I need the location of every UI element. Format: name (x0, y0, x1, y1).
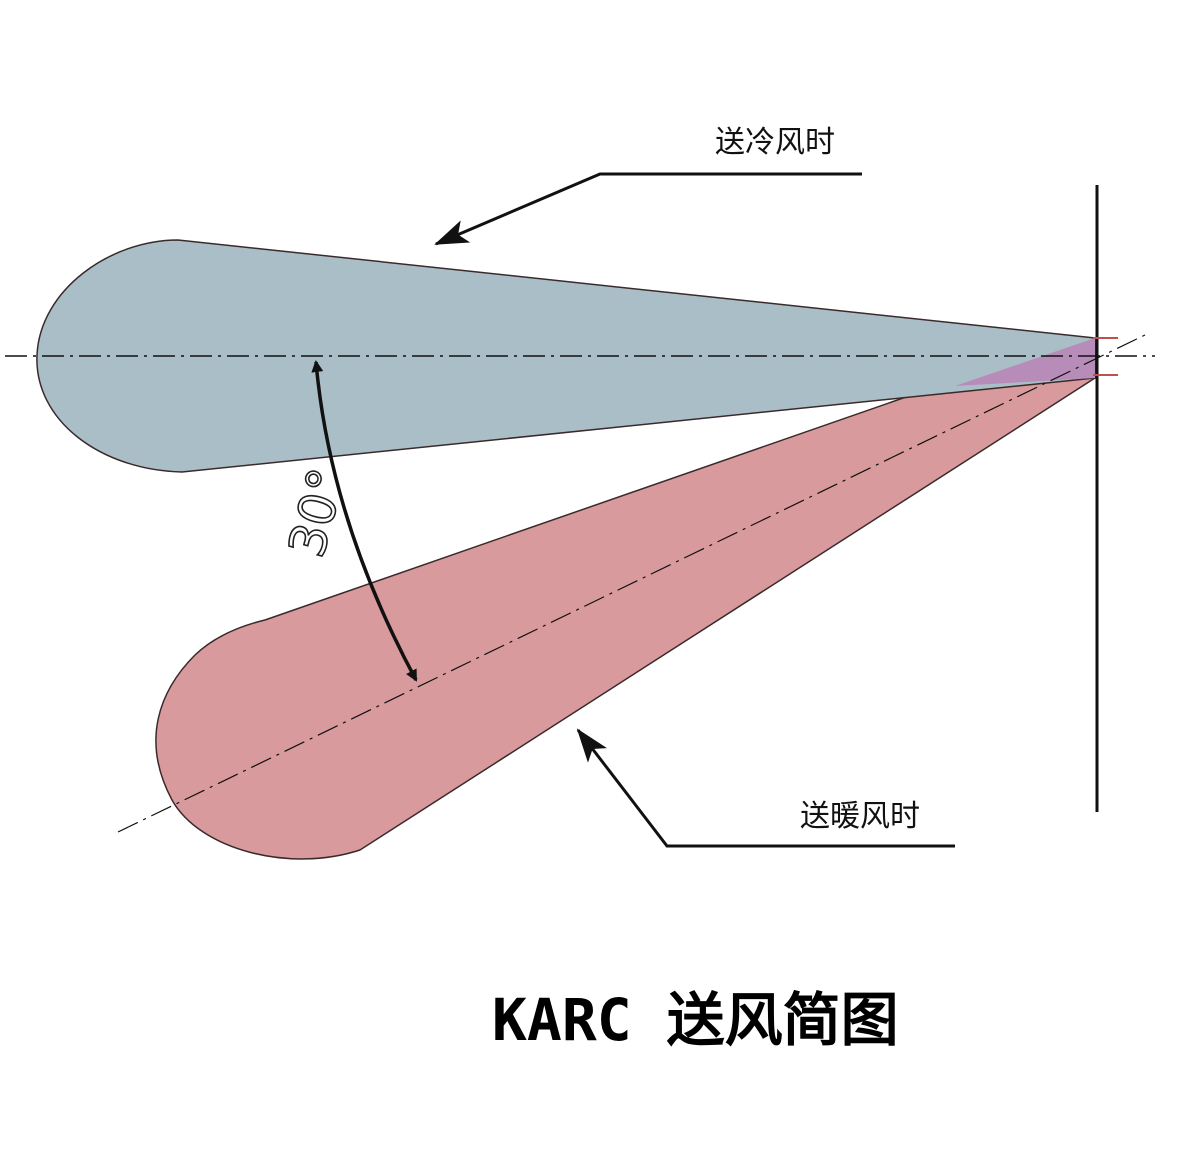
cool-air-label: 送冷风时 (715, 125, 835, 160)
inclined-centerline (117, 334, 1146, 833)
angle-label: 30° (278, 462, 357, 563)
angle-arc (314, 361, 418, 682)
diagram-title: KARC 送风简图 (492, 986, 899, 1054)
cool-air-leader (434, 172, 862, 246)
overlap-region (955, 338, 1095, 386)
warm-air-leader (576, 728, 955, 848)
warm-air-plume (155, 377, 1098, 860)
warm-air-label: 送暖风时 (800, 799, 920, 834)
